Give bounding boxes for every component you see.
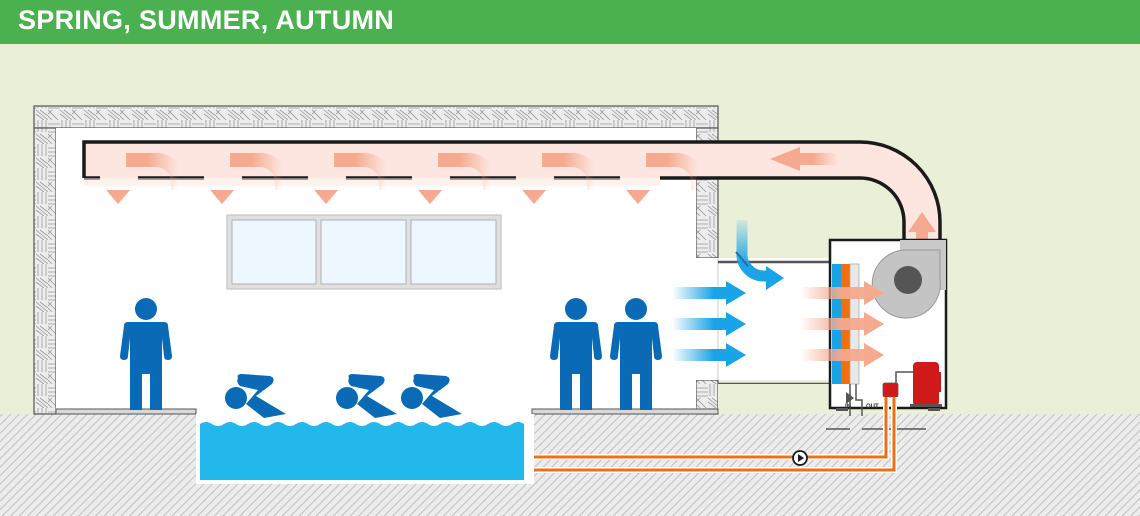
ground [0, 414, 1140, 516]
supply-air-arrow [800, 281, 884, 305]
damper-icon [735, 251, 749, 267]
fresh-air-arrow [735, 220, 784, 290]
supply-duct [84, 142, 940, 244]
compressor-icon [910, 362, 942, 407]
supply-air-arrow [800, 312, 884, 336]
pool-water-pipes [534, 397, 897, 473]
window [226, 214, 502, 290]
header-bar: SPRING, SUMMER, AUTUMN [0, 0, 1140, 44]
window-pane [320, 219, 407, 285]
ceiling-outlets [106, 153, 705, 204]
fan-icon [871, 249, 941, 319]
warm-air-outlet-arrow [210, 153, 289, 204]
warm-air-outlet-arrow [626, 153, 705, 204]
warm-air-outlet-arrow [106, 153, 185, 204]
warm-air-outlet-arrow [522, 153, 601, 204]
valve-icon [846, 392, 854, 404]
intake-arrows [672, 281, 746, 367]
page-title: SPRING, SUMMER, AUTUMN [18, 5, 395, 35]
supply-air-arrow [800, 343, 884, 367]
pool-water [200, 422, 524, 480]
intake-air-arrow [672, 343, 746, 367]
left-wall [33, 127, 57, 415]
roof-wall [33, 105, 719, 129]
window-pane [231, 219, 317, 285]
in-label: IN [845, 404, 851, 410]
pool [196, 414, 534, 484]
air-handling-unit: IN OUT [800, 238, 948, 416]
out-label: OUT [866, 404, 879, 410]
pump-icon [792, 450, 808, 466]
intake-air-arrow [672, 312, 746, 336]
duct-flow-arrow [770, 147, 838, 171]
intake-air-arrow [672, 281, 746, 305]
window-pane [410, 219, 497, 285]
heat-exchanger-icon [882, 382, 899, 398]
warm-air-outlet-arrow [314, 153, 393, 204]
warm-air-outlet-arrow [418, 153, 497, 204]
